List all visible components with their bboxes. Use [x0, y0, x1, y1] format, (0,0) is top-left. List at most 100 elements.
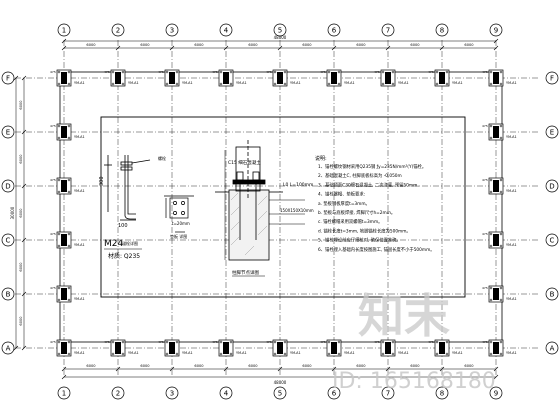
top-spacing: 6000 [194, 43, 204, 47]
bottom-spacing: 6000 [248, 364, 258, 368]
axis-label: 3 [170, 27, 174, 35]
bolt-hole [391, 82, 395, 86]
bottom-spacing: 6000 [140, 364, 150, 368]
axis-label: 6 [332, 27, 337, 35]
column-tag: YM-A1 [182, 81, 193, 85]
note-line: 2、基础混凝土C, 柱脚底板标高为 -0.050m [318, 172, 402, 179]
axis-bubble [165, 386, 179, 400]
column-section [277, 72, 283, 84]
bolt-hole [337, 352, 341, 356]
dim-tick [115, 45, 121, 51]
axis-bubble [1, 179, 15, 193]
axis-bubble [111, 23, 125, 37]
axis-bubble [545, 341, 559, 355]
dim-tick [493, 366, 499, 372]
column-section [61, 126, 67, 138]
column-dim: 475 [158, 340, 164, 344]
dim-tick [61, 45, 67, 51]
column-section [277, 342, 283, 354]
bolt-hole [57, 178, 61, 182]
bolt-hole [67, 286, 71, 290]
column-dim: 475 [266, 70, 272, 74]
column-tag: YM-A1 [74, 81, 85, 85]
bolt-hole [165, 82, 169, 86]
axis-bubble [1, 287, 15, 301]
column-section [493, 342, 499, 354]
bottom-spacing: 6000 [86, 364, 96, 368]
column-dim: 475 [50, 178, 56, 182]
dim-tick [13, 345, 19, 351]
column-tag: YM-A1 [74, 189, 85, 193]
plate-hole-3 [173, 211, 177, 215]
top-spacing: 6000 [356, 43, 366, 47]
bolt-hole [67, 340, 71, 344]
axis-label: C [550, 237, 555, 245]
bolt-hole [489, 178, 493, 182]
column-base-section [215, 140, 305, 261]
column-dim: 475 [482, 70, 488, 74]
plate-hole-2 [181, 201, 185, 205]
bolt-hole [229, 340, 233, 344]
dim-tick [21, 183, 27, 189]
column-tag: YM-A1 [128, 81, 139, 85]
note-line: c. 锚栓螺帽采用双螺帽t=3mm。 [318, 218, 382, 225]
column-dim: 475 [50, 70, 56, 74]
column-tag: YM-A1 [398, 81, 409, 85]
column-tag: YM-A1 [236, 351, 247, 355]
axis-label: 6 [332, 390, 337, 398]
bolt-hole [229, 352, 233, 356]
axis-bubble [545, 125, 559, 139]
axis-bubble [435, 386, 449, 400]
dim-tick [493, 374, 499, 380]
axis-label: 1 [62, 27, 66, 35]
bolt-hole [489, 352, 493, 356]
bolt-hole [165, 340, 169, 344]
left-spacing: 6000 [19, 316, 23, 326]
column-dim: 475 [428, 70, 434, 74]
column-section [61, 72, 67, 84]
bolt-hole [435, 82, 439, 86]
bolt-hole [489, 286, 493, 290]
axis-label: 9 [494, 27, 498, 35]
axis-label: 1 [62, 390, 66, 398]
dim-tick [439, 366, 445, 372]
axis-bubble [489, 386, 503, 400]
bolt-hole [219, 70, 223, 74]
column-section [61, 180, 67, 192]
column-tag: YM-A1 [74, 351, 85, 355]
column-dim: 475 [482, 286, 488, 290]
bolt-hole [121, 70, 125, 74]
bottom-spacing: 6000 [410, 364, 420, 368]
axis-bubble [1, 341, 15, 355]
left-spacing: 6000 [19, 154, 23, 164]
bolt-hole [165, 70, 169, 74]
column-section [493, 180, 499, 192]
top-spacing: 6000 [86, 43, 96, 47]
column-section [493, 234, 499, 246]
bolt-hole [111, 352, 115, 356]
bolt-hole [499, 136, 503, 140]
column-section [169, 342, 175, 354]
axis-bubble [381, 386, 395, 400]
column-tag: YM-A1 [398, 351, 409, 355]
bottom-spacing: 6000 [302, 364, 312, 368]
note-line: 4、锚栓螺帽、垫板要求: [318, 191, 365, 198]
dim-tick [439, 45, 445, 51]
bolt-hook-inner [127, 212, 136, 215]
anchor-bolt-title: M24 [104, 239, 123, 249]
axis-label: E [550, 129, 554, 137]
bolt-hole [67, 190, 71, 194]
plate-hole-1 [173, 201, 177, 205]
bolt-length-1: 300 [99, 176, 105, 186]
nut-left [236, 171, 244, 181]
column-dim: 475 [50, 340, 56, 344]
bolt-hole [489, 298, 493, 302]
bolt-hole [57, 190, 61, 194]
column-dim: 475 [212, 70, 218, 74]
column-section [331, 72, 337, 84]
column-section [223, 342, 229, 354]
bolt-hole [435, 352, 439, 356]
